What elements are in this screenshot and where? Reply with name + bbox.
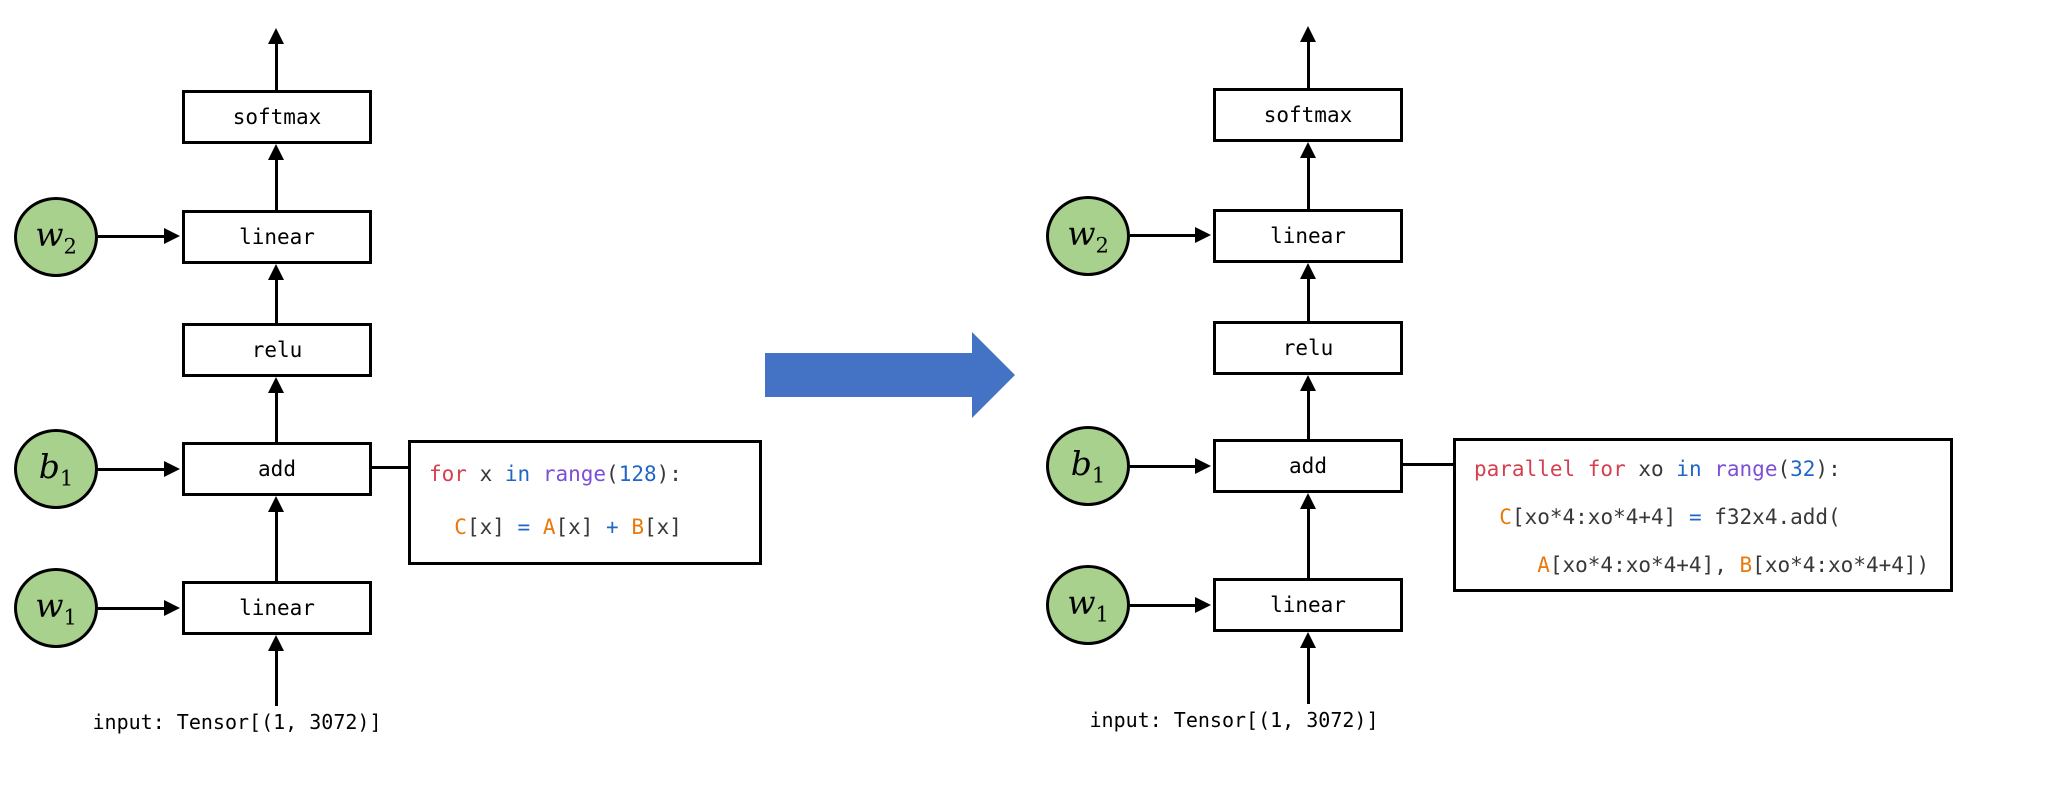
left-softmax-label: softmax [232,105,322,129]
left-linear-bottom-label: linear [239,596,315,620]
left-b1-arrow [98,460,180,477]
right-arrow-add-to-relu [1300,375,1316,439]
left-w2-arrow [98,228,180,244]
right-b1-node: b1 [1046,426,1130,506]
left-input-label: input: Tensor[(1, 3072)] [92,710,382,734]
left-w2-label: w2 [35,215,77,259]
left-arrow-relu-to-linear [268,264,284,323]
right-add-node: add [1213,439,1403,493]
left-softmax-node: softmax [182,90,372,144]
right-output-arrow [1300,26,1316,88]
left-b1-label: b1 [38,447,74,491]
right-w1-label: w1 [1067,583,1109,627]
left-code-line-2: C[x] = A[x] + B[x] [454,515,682,539]
right-w1-arrow [1130,596,1211,613]
right-arrow-relu-to-linear [1300,263,1316,321]
left-arrow-add-to-relu [268,377,284,442]
right-input-arrow [1300,632,1316,704]
left-w1-label: w1 [35,586,77,630]
transform-arrow-icon [765,332,1015,418]
left-w1-node: w1 [14,568,98,648]
right-code-line-1: parallel for xo in range(32): [1474,457,1841,481]
left-arrow-linear-to-add [268,496,284,581]
right-code-box: parallel for xo in range(32): C[xo*4:xo*… [1453,438,1953,592]
right-softmax-label: softmax [1263,103,1353,127]
right-linear-top-label: linear [1270,224,1346,248]
left-linear-top-label: linear [239,225,315,249]
right-w2-node: w2 [1046,196,1130,276]
right-arrow-linear-to-softmax [1300,142,1316,209]
left-code-connector [372,466,408,469]
right-add-label: add [1289,454,1327,478]
left-output-arrow [268,28,284,90]
left-b1-node: b1 [14,429,98,509]
right-arrow-linear-to-add [1300,493,1316,578]
right-linear-top-node: linear [1213,209,1403,263]
right-relu-label: relu [1282,336,1334,360]
left-w2-node: w2 [14,197,98,277]
left-input-arrow [268,635,284,706]
right-code-connector [1403,463,1453,466]
left-add-label: add [258,457,296,481]
left-arrow-linear-to-softmax [268,144,284,210]
right-b1-arrow [1130,457,1211,474]
left-relu-label: relu [251,338,303,362]
right-w2-label: w2 [1067,214,1109,258]
left-w1-arrow [98,599,180,616]
left-code-line-1: for x in range(128): [429,462,682,486]
left-linear-bottom-node: linear [182,581,372,635]
left-linear-top-node: linear [182,210,372,264]
right-w1-node: w1 [1046,565,1130,645]
right-input-label: input: Tensor[(1, 3072)] [1089,708,1379,732]
right-code-line-2: C[xo*4:xo*4+4] = f32x4.add( [1499,505,1841,529]
left-add-node: add [182,442,372,496]
right-b1-label: b1 [1070,444,1106,488]
right-linear-bottom-label: linear [1270,593,1346,617]
left-relu-node: relu [182,323,372,377]
right-softmax-node: softmax [1213,88,1403,142]
right-w2-arrow [1130,227,1211,243]
right-linear-bottom-node: linear [1213,578,1403,632]
left-code-box: for x in range(128): C[x] = A[x] + B[x] [408,440,762,565]
right-relu-node: relu [1213,321,1403,375]
right-code-line-3: A[xo*4:xo*4+4], B[xo*4:xo*4+4]) [1537,553,1930,577]
